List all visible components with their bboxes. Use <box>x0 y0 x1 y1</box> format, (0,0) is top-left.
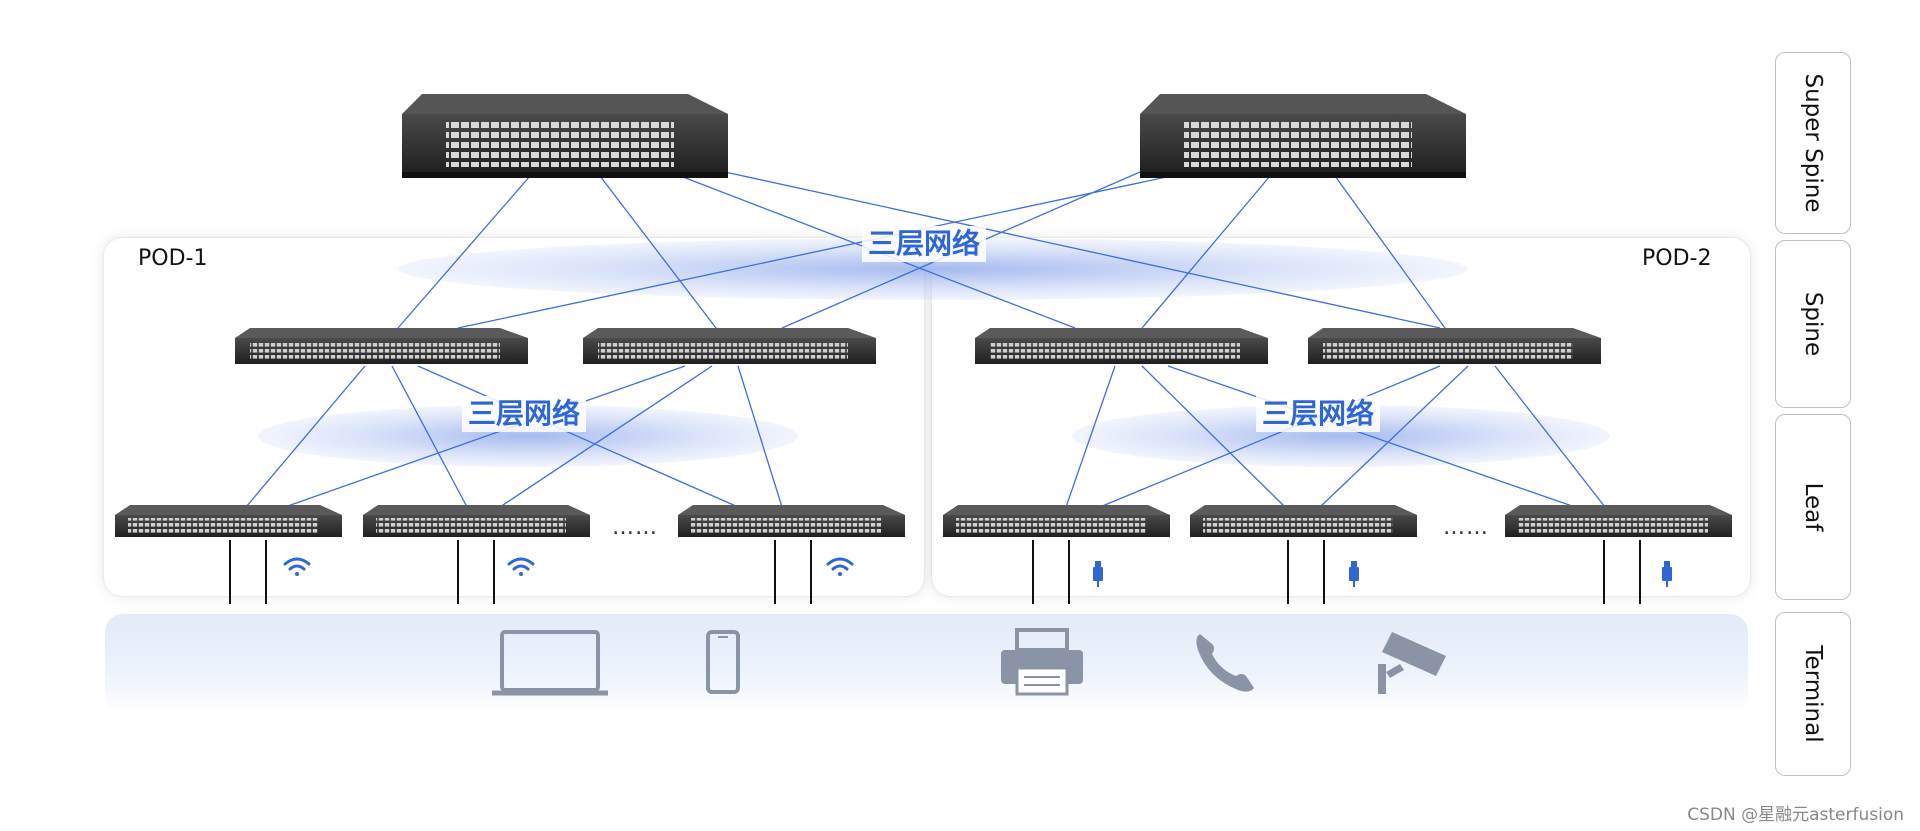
network-label-top: 三层网络 <box>862 226 987 262</box>
spine-switch-pod2-1 <box>975 328 1268 364</box>
pod1-spine-leaf-links <box>245 365 783 508</box>
tier-super-spine: Super Spine <box>1775 52 1851 234</box>
ellipsis-pod2: …… <box>1443 515 1489 540</box>
network-label-pod1: 三层网络 <box>462 396 587 432</box>
tier-spine-label: Spine <box>1800 291 1826 357</box>
tier-leaf-label: Leaf <box>1800 482 1826 532</box>
laptop-icon <box>492 630 608 696</box>
leaf-switch-pod1-3 <box>678 505 905 537</box>
phone-icon <box>706 630 740 694</box>
wifi-icon <box>826 557 854 576</box>
leaf-switch-pod1-1 <box>115 505 342 537</box>
spine-switch-pod1-2 <box>583 328 876 364</box>
leaf-downlinks <box>229 540 1641 604</box>
spine-switch-pod1-1 <box>235 328 528 364</box>
watermark: CSDN @星融元asterfusion <box>1687 805 1904 825</box>
super-spine-switch-1 <box>402 94 728 178</box>
leaf-switch-pod2-1 <box>943 505 1170 537</box>
usb-icon <box>1349 561 1359 587</box>
tier-terminal: Terminal <box>1775 612 1851 776</box>
tier-leaf: Leaf <box>1775 414 1851 600</box>
printer-icon <box>1001 628 1083 696</box>
pod-1-label: POD-1 <box>138 246 208 271</box>
pod-2-label: POD-2 <box>1642 246 1712 271</box>
super-spine-switch-2 <box>1140 94 1466 178</box>
wifi-icon <box>283 557 311 576</box>
spine-switch-pod2-2 <box>1308 328 1601 364</box>
leaf-switch-pod2-3 <box>1505 505 1732 537</box>
tier-spine: Spine <box>1775 240 1851 408</box>
leaf-switch-pod1-2 <box>363 505 590 537</box>
pod2-spine-leaf-links <box>1065 365 1606 508</box>
network-label-pod2: 三层网络 <box>1256 396 1381 432</box>
tier-super-spine-label: Super Spine <box>1800 73 1826 213</box>
wifi-icon <box>507 557 535 576</box>
camera-icon <box>1378 632 1446 694</box>
tier-terminal-label: Terminal <box>1800 645 1826 743</box>
usb-icon <box>1093 561 1103 587</box>
telephone-icon <box>1196 634 1254 692</box>
terminal-band <box>105 614 1748 714</box>
ellipsis-pod1: …… <box>612 515 658 540</box>
usb-icon <box>1662 561 1672 587</box>
leaf-switch-pod2-2 <box>1190 505 1417 537</box>
